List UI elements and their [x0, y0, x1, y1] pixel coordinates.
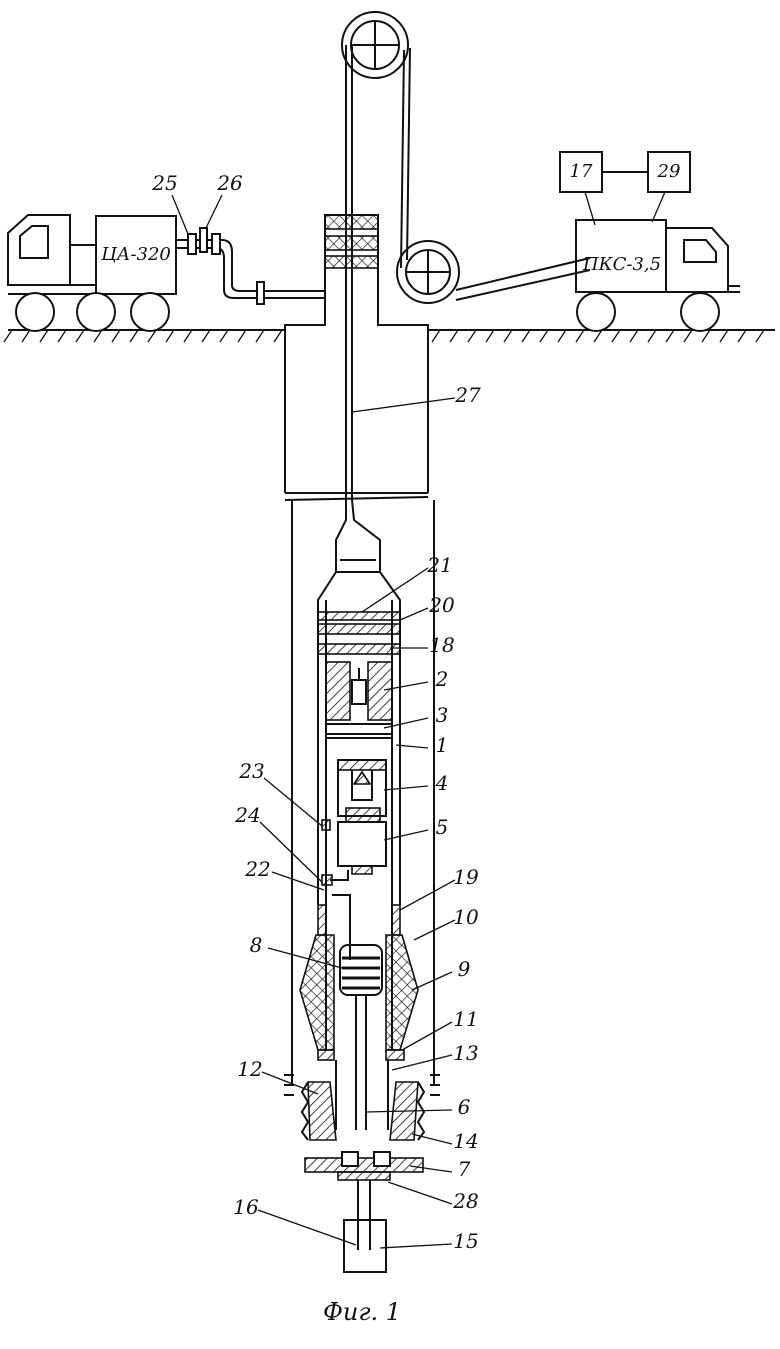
ground-line [3, 329, 775, 343]
label-21: 21 [426, 553, 452, 577]
box-29-label: 29 [657, 161, 681, 182]
logging-cable [345, 45, 591, 500]
label-10: 10 [453, 905, 479, 929]
pump-line [176, 227, 325, 305]
label-25: 25 [151, 171, 177, 195]
rod-6-13 [335, 1060, 389, 1130]
label-16: 16 [233, 1195, 259, 1219]
label-18: 18 [429, 633, 454, 657]
seal-20-21 [317, 611, 401, 655]
charge-2 [325, 661, 393, 721]
logging-truck-label: ПКС-3,5 [582, 254, 661, 275]
label-6: 6 [458, 1095, 471, 1119]
instrument-boxes [559, 151, 691, 226]
label-24: 24 [234, 803, 260, 827]
label-26: 26 [216, 171, 243, 195]
piston-3 [325, 723, 393, 739]
label-19: 19 [453, 865, 479, 889]
logging-truck [575, 219, 740, 332]
label-27: 27 [454, 383, 481, 407]
label-13: 13 [453, 1041, 478, 1065]
label-12: 12 [237, 1057, 262, 1081]
label-14: 14 [453, 1129, 478, 1153]
weight-15-16 [343, 1180, 387, 1273]
ground-sheave [396, 240, 460, 304]
box-17-label: 17 [570, 161, 593, 182]
casing-upper [284, 330, 429, 501]
pump-truck [7, 214, 177, 332]
packer-section [299, 904, 419, 1061]
label-28: 28 [452, 1189, 478, 1213]
valves-22-24 [321, 819, 351, 960]
connector-8 [339, 944, 383, 1130]
label-2: 2 [435, 667, 449, 691]
pump-truck-label: ЦА-320 [100, 244, 171, 265]
label-7: 7 [458, 1157, 471, 1181]
label-20: 20 [428, 593, 455, 617]
casing-lower [284, 500, 440, 1096]
label-3: 3 [436, 703, 449, 727]
label-8: 8 [250, 933, 263, 957]
label-23: 23 [238, 759, 264, 783]
leader-lines [171, 194, 456, 1249]
cable-head [335, 499, 381, 573]
label-11: 11 [453, 1007, 478, 1031]
base-plate-7-28 [304, 1151, 424, 1181]
label-1: 1 [436, 733, 449, 757]
label-15: 15 [453, 1229, 478, 1253]
label-5: 5 [436, 815, 449, 839]
chamber-5 [337, 821, 387, 875]
igniter-4 [337, 759, 387, 823]
label-4: 4 [435, 771, 449, 795]
figure-caption: Фиг. 1 [323, 1298, 401, 1326]
label-9: 9 [458, 957, 471, 981]
label-22: 22 [244, 857, 270, 881]
